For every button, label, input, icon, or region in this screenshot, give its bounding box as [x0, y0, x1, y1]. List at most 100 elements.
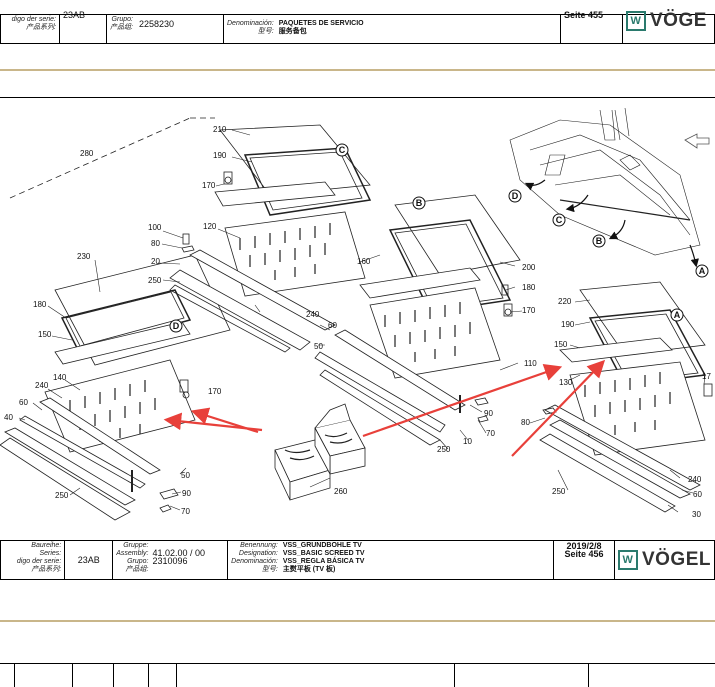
callout-110: 110	[524, 359, 537, 368]
bottom-header-table: Baureihe: Series: digo der serie: 产品系列: …	[0, 540, 715, 580]
callout-240-c: 240	[306, 310, 320, 319]
callout-60-d: 60	[19, 398, 28, 407]
callout-10: 10	[463, 437, 472, 446]
group-label-de: Gruppe:	[123, 542, 149, 549]
name-es: VSS_REGLA BÁSICA TV	[282, 558, 365, 565]
top-denomination-cn: 服务备包	[278, 28, 307, 35]
group-label-es: Grupo:	[127, 558, 149, 565]
callout-130: 130	[559, 378, 573, 387]
top-group-label: Grupo:	[111, 16, 133, 23]
brand-w-icon: W	[617, 550, 638, 570]
callout-250-b: 250	[437, 445, 451, 454]
callout-230: 230	[77, 252, 91, 261]
callout-240-d: 240	[35, 381, 49, 390]
view-label-c: C	[335, 143, 349, 157]
name-de: VSS_GRUNDBOHLE TV	[282, 542, 362, 549]
inset-label-c: C	[552, 213, 566, 227]
series-label-es: digo der serie:	[16, 558, 62, 565]
callout-250-d: 250	[55, 491, 69, 500]
callout-50-c: 50	[314, 342, 323, 351]
callout-140: 140	[53, 373, 67, 382]
top-serial-label: digo der serie:	[11, 16, 56, 23]
callout-90-d: 90	[182, 489, 191, 498]
svg-text:C: C	[339, 145, 346, 155]
callout-220: 220	[558, 297, 572, 306]
top-serial-value: 23AB	[63, 10, 86, 20]
callout-100: 100	[148, 223, 162, 232]
top-denomination-label-cn: 型号:	[257, 28, 274, 35]
callout-250-a: 250	[552, 487, 566, 496]
callout-170-c: 170	[202, 181, 216, 190]
callout-150-d: 150	[38, 330, 52, 339]
callout-70-d: 70	[181, 507, 190, 516]
svg-text:B: B	[416, 198, 423, 208]
exploded-parts-diagram: 280 210 190 170 120 100 80 20 250 240 60…	[0, 107, 713, 521]
name-label-cn: 型号:	[261, 566, 278, 573]
svg-text:D: D	[173, 321, 180, 331]
callout-210: 210	[213, 125, 227, 134]
svg-text:D: D	[512, 191, 519, 201]
name-label-en: Designation:	[238, 550, 278, 557]
inset-label-b: B	[592, 234, 606, 248]
group-value: 2310096	[152, 556, 188, 566]
callout-280: 280	[80, 149, 94, 158]
top-header-table: digo der serie: 产品系列: 23AB Grupo: 产品组: 2…	[0, 10, 715, 44]
name-cn: 主熨平板 (TV 板)	[282, 566, 336, 573]
callout-40: 40	[4, 413, 13, 422]
top-group-label-cn: 产品组:	[110, 24, 133, 31]
top-group-value: 2258230	[138, 19, 174, 29]
callout-90-b: 90	[484, 409, 493, 418]
next-page-table-stub	[0, 663, 715, 687]
callout-170-a: 17	[702, 372, 711, 381]
brand-w-icon: W	[626, 11, 646, 31]
callout-250-c: 250	[148, 276, 162, 285]
top-serial-label-cn: 产品系列:	[26, 24, 56, 31]
top-brown-rule	[0, 69, 715, 71]
top-denomination-es: PAQUETES DE SERVICIO	[278, 20, 364, 27]
issue-date: 2019/2/8	[566, 541, 602, 551]
svg-text:A: A	[699, 266, 706, 276]
callout-120: 120	[203, 222, 217, 231]
callout-180-d: 180	[33, 300, 47, 309]
callout-50-d: 50	[181, 471, 190, 480]
callout-30: 30	[692, 510, 701, 519]
top-brand-logo: W VÖGE	[626, 11, 711, 31]
series-label-en: Series:	[39, 550, 62, 557]
callout-170-b: 170	[522, 306, 536, 315]
callout-190-c: 190	[213, 151, 227, 160]
svg-text:A: A	[674, 310, 681, 320]
name-label-de: Benennung:	[240, 542, 278, 549]
view-label-d: D	[169, 319, 183, 333]
top-page-number: Seite 455	[564, 10, 604, 20]
inset-label-a: A	[695, 264, 709, 278]
group-label-en: Assembly:	[116, 550, 149, 557]
series-label-de: Baureihe:	[31, 542, 62, 549]
group-label-cn: 产品组:	[125, 566, 149, 573]
view-label-a: A	[670, 308, 684, 322]
svg-text:C: C	[556, 215, 563, 225]
svg-text:B: B	[596, 236, 603, 246]
callout-80-a: 80	[521, 418, 530, 427]
name-en: VSS_BASIC SCREED TV	[282, 550, 365, 557]
view-label-b: B	[412, 196, 426, 210]
callout-240-a: 240	[688, 475, 702, 484]
bottom-brand-text: VÖGEL	[641, 549, 711, 570]
top-brand-text: VÖGE	[650, 10, 707, 31]
callout-150-a: 150	[554, 340, 568, 349]
callout-160: 160	[357, 257, 371, 266]
callout-180-b: 180	[522, 283, 536, 292]
diagram-top-rule	[0, 97, 715, 98]
page-number: Seite 456	[564, 549, 604, 559]
inset-label-d: D	[508, 189, 522, 203]
callout-60-c: 60	[328, 321, 337, 330]
name-label-es: Denominación:	[231, 558, 278, 565]
bottom-brown-rule	[0, 620, 715, 622]
callout-190-a: 190	[561, 320, 575, 329]
bottom-brand-logo: W VÖGEL	[617, 549, 711, 570]
callout-20: 20	[151, 257, 160, 266]
callout-260: 260	[334, 487, 348, 496]
callout-70-b: 70	[486, 429, 495, 438]
assembly-value: 41.02.00 / 00	[152, 548, 206, 558]
series-value: 23AB	[77, 555, 100, 565]
callout-60-a: 60	[693, 490, 702, 499]
